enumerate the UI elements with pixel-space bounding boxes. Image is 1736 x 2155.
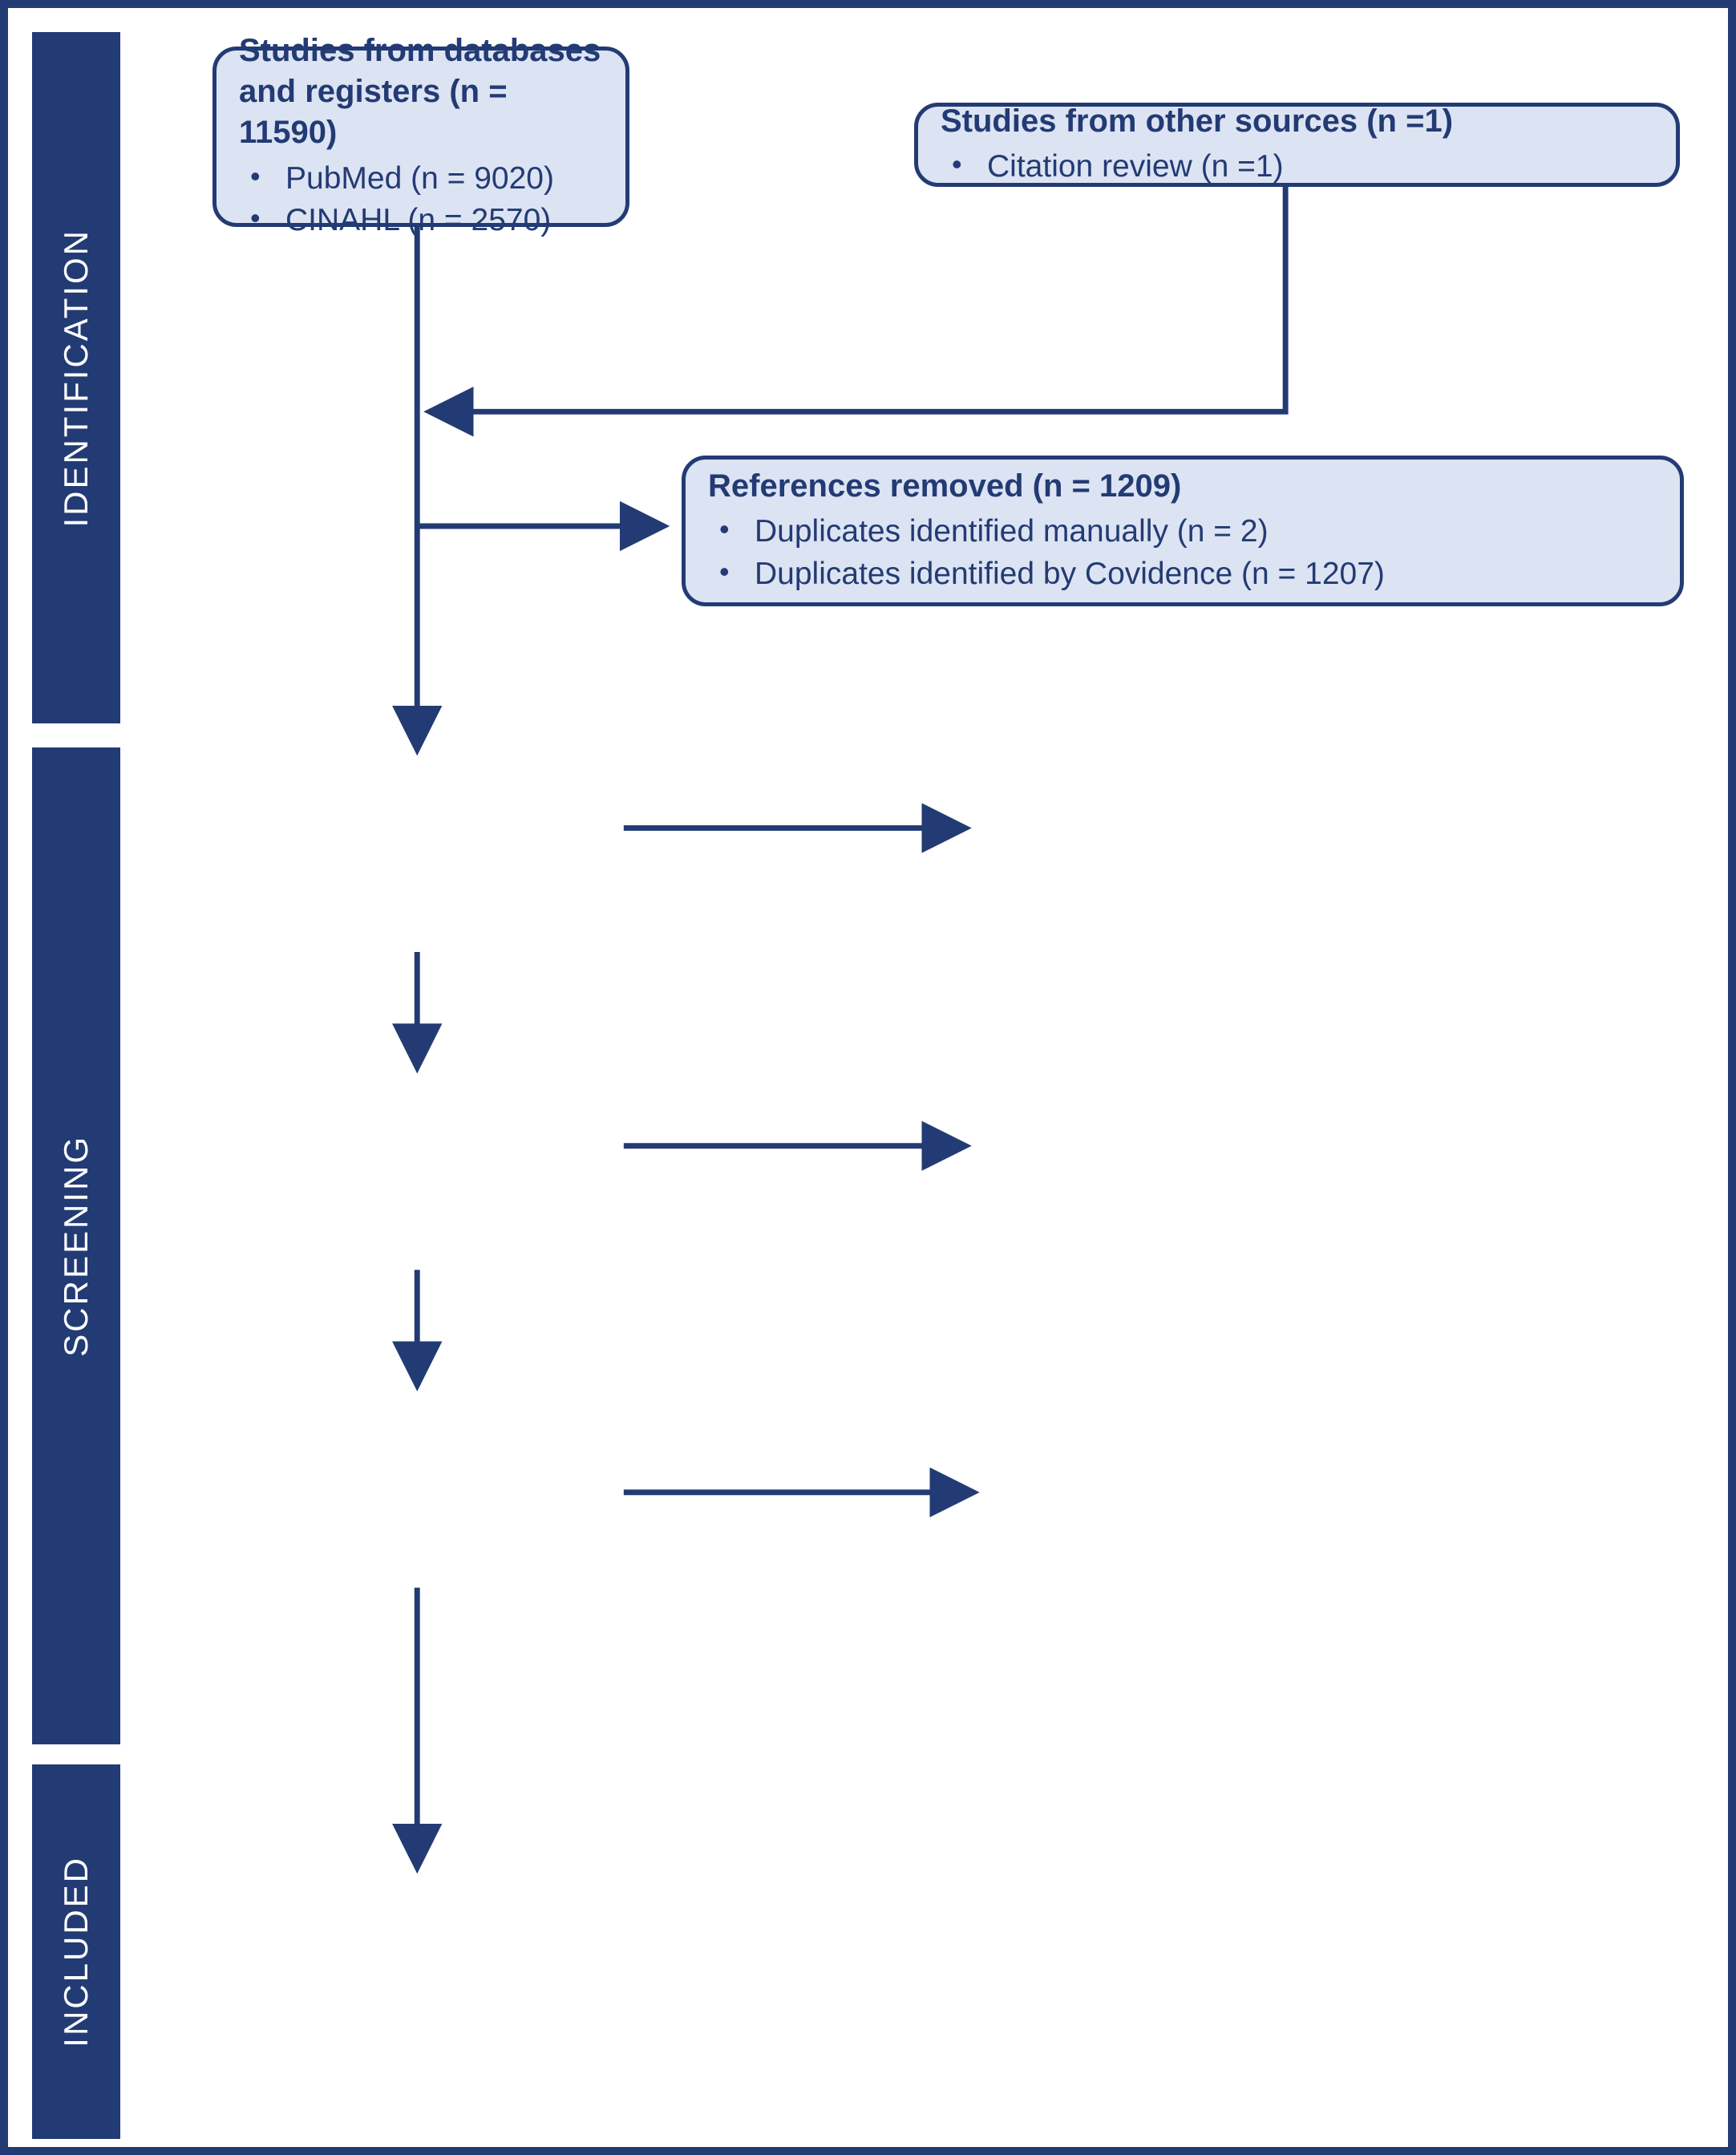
stage-label-identification: IDENTIFICATION bbox=[57, 228, 95, 528]
stage-bar-included: INCLUDED bbox=[32, 1764, 120, 2139]
box-other-sources-title: Studies from other sources (n =1) bbox=[941, 103, 1454, 139]
box-studies-not-retrieved: Studies not retrieved (n = 0) bbox=[8, 2147, 484, 2155]
box-references-removed-title: References removed (n = 1209) bbox=[708, 468, 1182, 504]
box-studies-from-databases: Studies from databases and registers (n … bbox=[212, 33, 629, 237]
box-databases-title: Studies from databases and registers (n … bbox=[239, 33, 601, 151]
list-item: CINAHL (n = 2570) bbox=[244, 199, 603, 241]
box-studies-sought-for-retrieval: Studies sought for retrieval (n = 566) bbox=[8, 2147, 344, 2155]
box-studies-excluded-screening: Studies excluded (n = 9816) bbox=[8, 2147, 483, 2155]
box-other-sources-list: Citation review (n =1) bbox=[941, 145, 1653, 189]
stage-bar-identification: IDENTIFICATION bbox=[32, 32, 120, 723]
box-references-removed: References removed (n = 1209) Duplicates… bbox=[682, 456, 1684, 606]
stage-label-included: INCLUDED bbox=[57, 1856, 95, 2048]
flow-connectors bbox=[392, 184, 1289, 1874]
box-studies-from-other-sources: Studies from other sources (n =1) Citati… bbox=[914, 103, 1680, 187]
list-item: Citation review (n =1) bbox=[945, 145, 1653, 188]
list-item: Duplicates identified manually (n = 2) bbox=[713, 510, 1657, 553]
box-studies-excluded-eligibility: Studies excluded (n = 451) Wrong diagnos… bbox=[8, 2147, 529, 2155]
box-references-removed-list: Duplicates identified manually (n = 2) D… bbox=[708, 510, 1657, 596]
box-studies-screened: Studies screened (n = 10382) bbox=[212, 2147, 531, 2155]
stage-label-screening: SCREENING bbox=[57, 1135, 95, 1357]
box-studies-assessed-for-eligibility: Studies assessed for eligibility (n = 56… bbox=[8, 2147, 382, 2155]
stage-bar-screening: SCREENING bbox=[32, 747, 120, 1744]
list-item: PubMed (n = 9020) bbox=[244, 157, 603, 200]
list-item: Duplicates identified by Covidence (n = … bbox=[713, 553, 1657, 595]
box-studies-included-in-review: Studies included in review (n = 115) bbox=[8, 2147, 463, 2155]
box-databases-list: PubMed (n = 9020) CINAHL (n = 2570) bbox=[239, 157, 603, 243]
